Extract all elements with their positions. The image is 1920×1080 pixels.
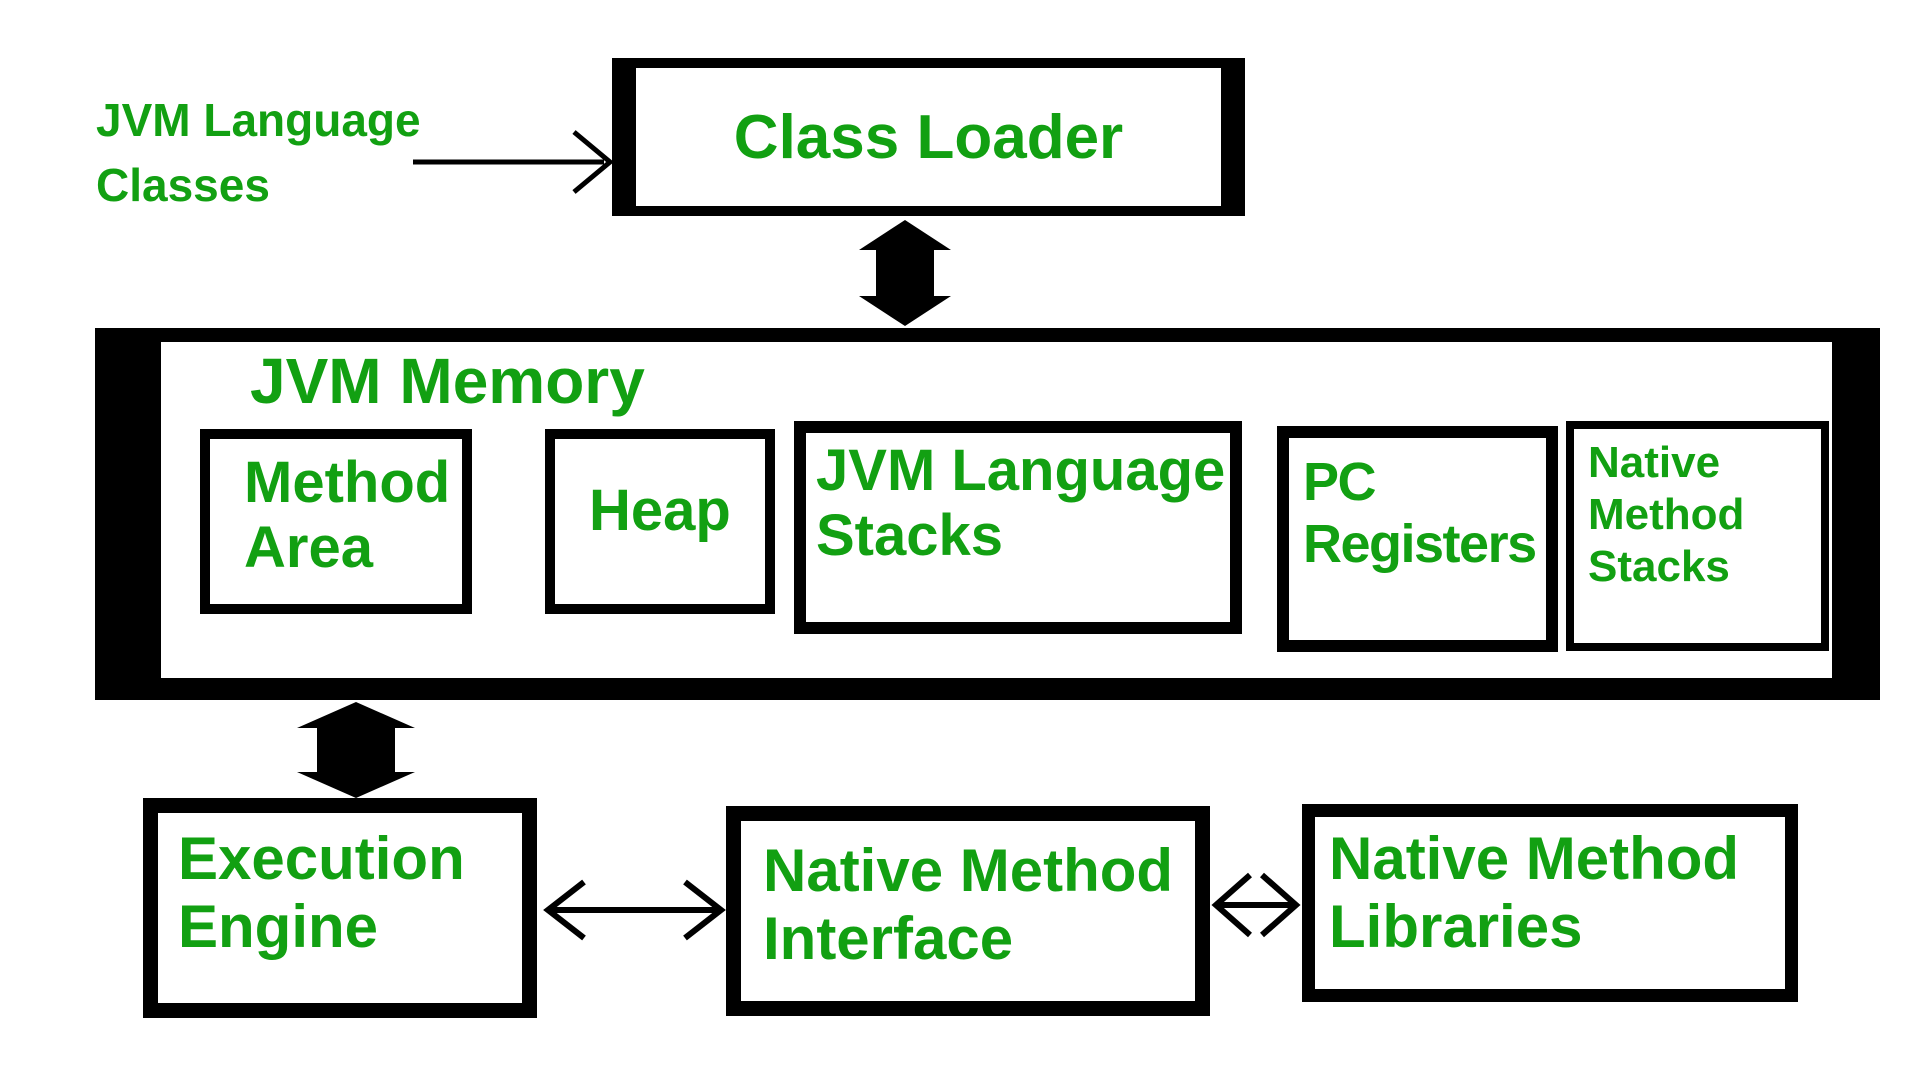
arrow-memory-executionengine-double-icon <box>297 702 415 798</box>
native-method-interface-line2: Interface <box>763 904 1014 972</box>
jvm-language-classes-line1: JVM Language <box>96 94 421 146</box>
arrow-classes-to-classloader-icon <box>413 130 614 194</box>
jvm-language-classes-label: JVM Language Classes <box>96 88 421 219</box>
pc-registers-line2: Registers <box>1303 513 1537 574</box>
native-method-stacks-line3: Stacks <box>1588 541 1730 591</box>
jvm-language-stacks-line1: JVM Language <box>816 438 1226 503</box>
class-loader-box: Class Loader <box>612 58 1245 216</box>
jvm-language-classes-line2: Classes <box>96 159 270 212</box>
arrow-executionengine-nmi-double-icon <box>543 879 726 941</box>
pc-registers-line1: PC <box>1303 452 1377 512</box>
arrow-classloader-memory-double-icon <box>859 220 951 326</box>
jvm-language-stacks-box: JVM Language Stacks <box>794 421 1242 634</box>
native-method-stacks-box: Native Method Stacks <box>1566 421 1829 651</box>
native-method-stacks-line1: Native <box>1588 438 1721 487</box>
execution-engine-line1: Execution <box>178 825 465 892</box>
execution-engine-box: Execution Engine <box>143 798 537 1018</box>
native-method-interface-line1: Native Method <box>763 837 1174 904</box>
class-loader-label: Class Loader <box>733 102 1124 172</box>
native-method-libraries-line2: Libraries <box>1329 892 1583 960</box>
native-method-interface-box: Native Method Interface <box>726 806 1210 1016</box>
native-method-libraries-box: Native Method Libraries <box>1302 804 1798 1002</box>
jvm-memory-label: JVM Memory <box>250 345 645 417</box>
method-area-line2: Area <box>244 514 373 580</box>
jvm-language-stacks-line2: Stacks <box>816 502 1004 568</box>
native-method-stacks-line2: Method <box>1588 489 1745 539</box>
method-area-box: Method Area <box>200 429 472 614</box>
arrow-nmi-nml-double-icon <box>1211 872 1301 938</box>
heap-label: Heap <box>589 478 731 543</box>
heap-box: Heap <box>545 429 775 614</box>
pc-registers-box: PC Registers <box>1277 426 1558 652</box>
native-method-libraries-line1: Native Method <box>1329 825 1740 892</box>
execution-engine-line2: Engine <box>178 892 379 960</box>
method-area-line1: Method <box>244 450 451 515</box>
